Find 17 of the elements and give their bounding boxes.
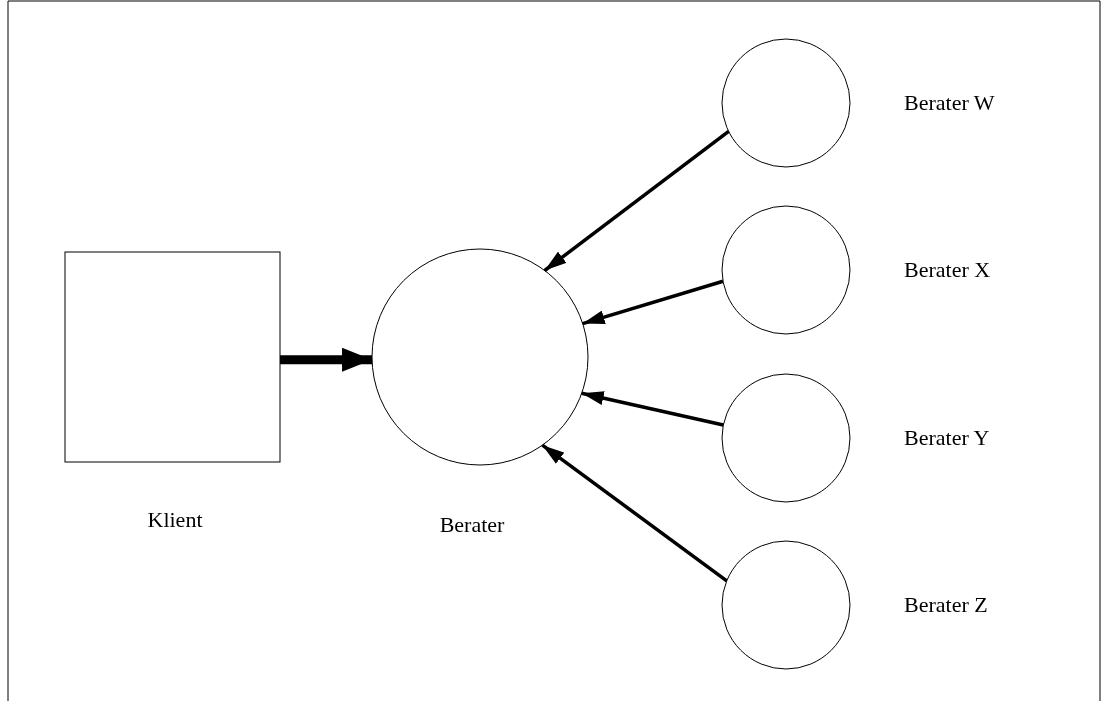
node-label: Berater W bbox=[904, 89, 995, 117]
node-label: Klient bbox=[147, 506, 203, 534]
node-label: Berater Z bbox=[904, 591, 988, 619]
arrow bbox=[582, 279, 724, 326]
circle-shape bbox=[721, 38, 851, 168]
arrow bbox=[543, 129, 730, 272]
square-box bbox=[64, 251, 281, 463]
node-label: Berater X bbox=[904, 256, 991, 284]
node-label: Berater Y bbox=[904, 424, 990, 452]
circle-shape bbox=[721, 373, 851, 503]
circle-shape bbox=[721, 540, 851, 670]
arrow bbox=[280, 347, 373, 372]
circle-shape bbox=[371, 248, 589, 466]
circle-shape bbox=[721, 205, 851, 335]
arrow bbox=[541, 443, 728, 583]
arrow bbox=[581, 391, 724, 427]
node-label: Berater bbox=[439, 511, 505, 539]
